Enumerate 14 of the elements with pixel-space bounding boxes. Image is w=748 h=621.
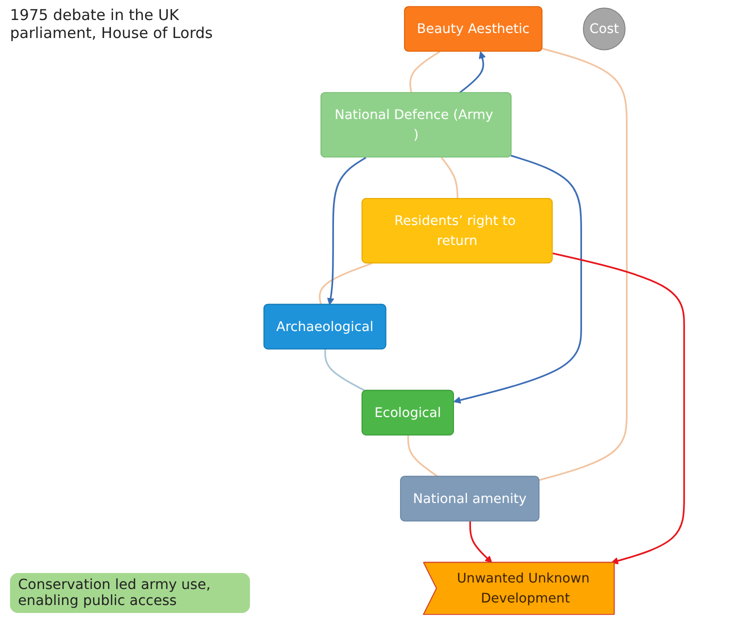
connector <box>539 48 628 481</box>
connector <box>409 50 440 94</box>
note-text: Conservation led army use, enabling public access <box>10 573 250 613</box>
arrow <box>458 51 486 94</box>
connector <box>318 262 372 305</box>
connector <box>324 349 366 392</box>
arrow <box>454 154 582 404</box>
connector <box>440 157 458 199</box>
diagram-title: 1975 debate in the UK parliament, House of Lords <box>10 6 214 42</box>
connector <box>407 435 438 478</box>
node-circle: Cost <box>582 8 626 50</box>
arrow <box>552 252 685 564</box>
arrow <box>327 156 366 306</box>
arrow <box>469 521 492 564</box>
